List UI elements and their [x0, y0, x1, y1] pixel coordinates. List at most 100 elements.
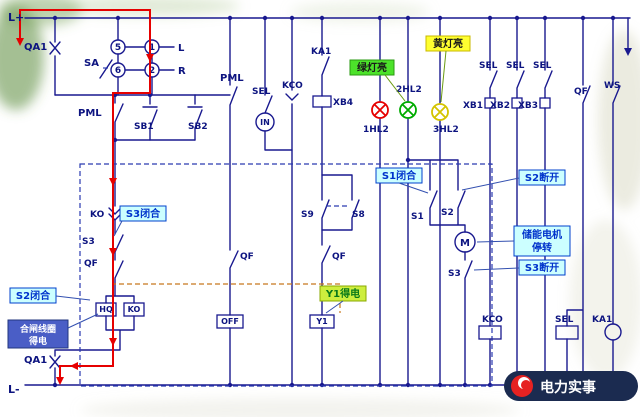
qf-top-right-label: QF	[574, 87, 588, 97]
stub-arrow	[624, 48, 632, 56]
pml-mid-label: PML	[220, 73, 244, 84]
sb1-label: SB1	[134, 122, 154, 132]
qf-mid1-label: QF	[240, 252, 254, 262]
callout-green-lamp: 绿灯亮	[349, 59, 406, 102]
hq-coil-box	[95, 302, 117, 317]
bus-top-label: L+	[8, 11, 24, 24]
xb2-box	[511, 97, 523, 109]
s8-label: S8	[352, 210, 365, 220]
callout-s2-open: S2断开	[461, 169, 566, 191]
callout-s1-closed: S1闭合	[375, 167, 429, 194]
ka1-y1-branch	[321, 17, 331, 386]
s1-label: S1	[411, 212, 424, 222]
callout-s3-open: S3断开	[473, 259, 566, 276]
motor-symbol	[454, 231, 476, 253]
callout-yellow-lamp: 黄灯亮	[425, 35, 471, 103]
ws-label: WS	[604, 81, 620, 91]
contact-5: 5	[115, 43, 121, 53]
contact-1: 1	[149, 43, 155, 53]
s3-right-label: S3	[448, 269, 461, 279]
callout-motor-stop-line2: 停转	[532, 241, 552, 254]
sel-c-label: SEL	[533, 61, 552, 71]
sel-in-branch	[264, 17, 293, 151]
kco-coil-box	[478, 325, 502, 340]
callout-closing-coil-line1: 合闸线圈	[20, 323, 56, 335]
ko-coil-label: KO	[128, 305, 141, 314]
sa-label: SA	[84, 58, 99, 69]
lamp1-label: 1HL2	[363, 125, 389, 135]
callout-s3-open-text: S3断开	[525, 261, 559, 274]
sa-switch-symbol	[99, 59, 113, 79]
s3-left-label: S3	[82, 237, 95, 247]
orange-dashed-link	[112, 283, 341, 313]
qf-left-label: QF	[84, 259, 98, 269]
callout-closing-coil: 合闸线圈 得电	[7, 313, 99, 349]
pml-mid-branch	[229, 17, 239, 386]
motor-branch	[407, 159, 473, 386]
y1-coil-box	[309, 314, 335, 329]
callout-s3-closed-text: S3闭合	[126, 207, 161, 220]
qa1-bottom-breaker-symbol	[49, 355, 61, 369]
s8-branch	[321, 174, 360, 231]
callout-s2-closed: S2闭合	[9, 287, 91, 304]
lamp3-label: 3HL2	[433, 125, 459, 135]
callout-yellow-lamp-text: 黄灯亮	[433, 37, 463, 50]
qa1-top-label: QA1	[24, 42, 47, 53]
off-label: OFF	[221, 317, 239, 326]
xb4-label: XB4	[333, 98, 353, 108]
watermark-text: 电力实事	[540, 379, 596, 396]
lamp-2hl2-green-icon	[399, 101, 417, 119]
watermark-badge: 电力实事	[504, 371, 638, 401]
s9-label: S9	[301, 210, 314, 220]
ka1-coil-label: KA1	[592, 315, 612, 325]
sel-b-label: SEL	[506, 61, 525, 71]
in-label: IN	[260, 118, 270, 127]
sb2-label: SB2	[188, 122, 208, 132]
bus-bottom-label: L-	[8, 383, 20, 396]
dir-r-label: R	[178, 66, 186, 77]
kco-coil-label: KCO	[482, 315, 503, 325]
ko-label: KO	[90, 210, 105, 220]
callout-s3-closed: S3闭合	[113, 205, 167, 237]
callout-motor-stop-line1: 储能电机	[521, 228, 562, 241]
sel-coil-box	[555, 325, 579, 340]
ko-coil-box	[123, 302, 145, 317]
xb1-box	[484, 97, 496, 109]
ka1-coil-symbol	[604, 323, 622, 341]
xb3-box	[539, 97, 551, 109]
qa1-breaker-symbol	[49, 41, 61, 55]
callout-s2-closed-text: S2闭合	[16, 289, 51, 302]
xb1-label: XB1	[463, 101, 483, 111]
lamp-3hl2-yellow-icon	[431, 103, 449, 121]
motor-label: M	[460, 238, 470, 249]
dashed-enclosure	[79, 163, 493, 387]
callout-y1-energized-text: Y1得电	[325, 287, 360, 300]
contact-6: 6	[115, 66, 121, 76]
ko-contact-symbol	[108, 207, 122, 221]
pml-left-contact	[114, 94, 124, 141]
callout-s1-closed-text: S1闭合	[382, 169, 417, 182]
sa-selector-contacts: 5 1 6 2	[110, 39, 160, 78]
lamp2-label: 2HL2	[396, 85, 422, 95]
ka1-top-label: KA1	[311, 47, 331, 57]
callout-green-lamp-text: 绿灯亮	[357, 61, 387, 74]
dir-l-label: L	[178, 43, 185, 54]
pml-left-label: PML	[78, 108, 102, 119]
hq-coil-label: HQ	[99, 305, 113, 314]
kco-top-label: KCO	[282, 81, 303, 91]
s2-label: S2	[441, 208, 454, 218]
in-device-symbol	[255, 112, 275, 132]
xb2-label: XB2	[490, 101, 510, 111]
lamp-1hl2-red-icon	[371, 101, 389, 119]
callout-closing-coil-line2: 得电	[28, 335, 47, 347]
y1-label: Y1	[315, 317, 328, 326]
sel-a-label: SEL	[479, 61, 498, 71]
sel-top-label: SEL	[252, 87, 271, 97]
qf-left-contact	[114, 260, 124, 297]
sel-coil-label: SEL	[555, 315, 574, 325]
qf-mid2-label: QF	[332, 252, 346, 262]
energized-path	[16, 9, 154, 385]
callout-motor-stop: 储能电机 停转	[476, 225, 571, 257]
